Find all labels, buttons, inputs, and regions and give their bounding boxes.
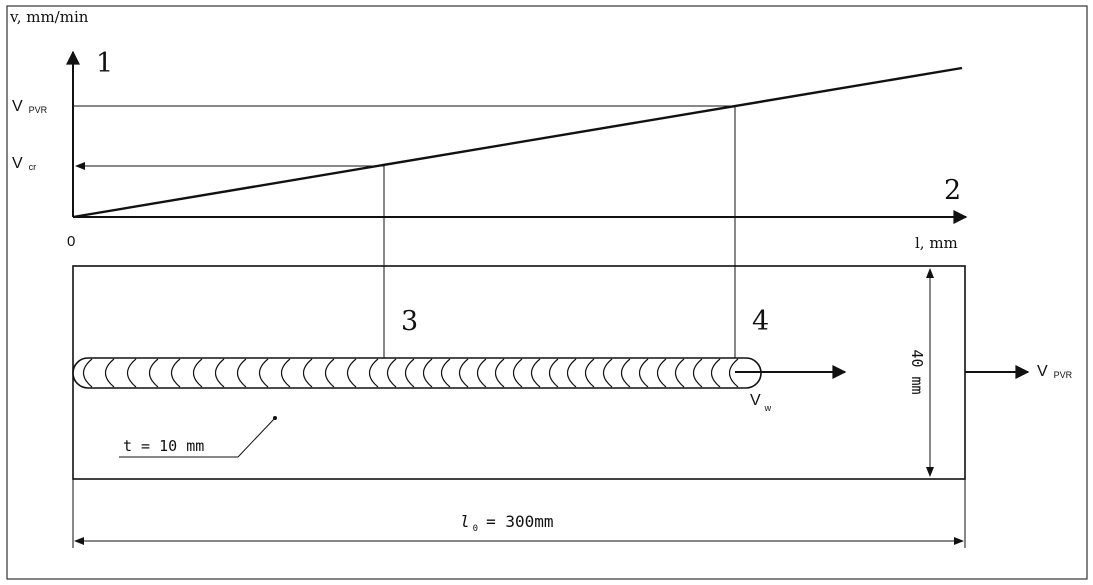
weld-ripple-arc bbox=[602, 358, 613, 388]
weld-ripple-arc bbox=[346, 358, 357, 388]
weld-ripple-arc bbox=[148, 358, 159, 388]
weld-ripple-arc bbox=[302, 358, 313, 388]
y-axis-label: v, mm/min bbox=[9, 8, 89, 26]
weld-ripple-arc bbox=[440, 358, 451, 388]
weld-ripple-arc bbox=[584, 358, 595, 388]
weld-ripple-arc bbox=[530, 358, 541, 388]
weld-ripple-arc bbox=[548, 358, 559, 388]
marker-4: 4 bbox=[752, 306, 769, 337]
weld-ripple-arc bbox=[82, 358, 93, 388]
thickness-label: t = 10 mm bbox=[123, 437, 204, 455]
weld-ripple-arc bbox=[214, 358, 225, 388]
weld-ripple-arc bbox=[494, 358, 505, 388]
weld-ripple-arc bbox=[638, 358, 649, 388]
weld-ripple-arc bbox=[386, 358, 397, 388]
marker-2: 2 bbox=[944, 175, 961, 206]
weld-ripple-arc bbox=[476, 358, 487, 388]
weld-ripples bbox=[82, 358, 739, 388]
x-axis-label: l, mm bbox=[915, 234, 958, 252]
weld-ripple-arc bbox=[566, 358, 577, 388]
weld-bead bbox=[72, 357, 762, 389]
weld-ripple-arc bbox=[692, 358, 703, 388]
weld-ripple-arc bbox=[258, 358, 269, 388]
weld-ripple-arc bbox=[710, 358, 721, 388]
thickness-leader-dot bbox=[273, 416, 277, 420]
weld-ripple-arc bbox=[126, 358, 137, 388]
weld-ripple-arc bbox=[324, 358, 335, 388]
speed-ramp-line bbox=[72, 66, 963, 219]
weld-ripple-arc bbox=[458, 358, 469, 388]
weld-ripple-arc bbox=[236, 358, 247, 388]
weld-ripple-arc bbox=[512, 358, 523, 388]
weld-ripple-arc bbox=[368, 358, 379, 388]
width-dimension-label: 40 mm bbox=[908, 349, 926, 394]
weld-ripple-arc bbox=[656, 358, 667, 388]
weld-ripple-arc bbox=[192, 358, 203, 388]
origin-label: 0 bbox=[67, 233, 75, 250]
outer-frame bbox=[6, 5, 1088, 580]
thickness-leader-line bbox=[237, 417, 276, 458]
weld-ripple-arc bbox=[728, 358, 739, 388]
weld-ripple-arc bbox=[280, 358, 291, 388]
marker-1: 1 bbox=[96, 48, 113, 79]
weld-ripple-arc bbox=[620, 358, 631, 388]
marker-3: 3 bbox=[401, 306, 418, 337]
weld-ripple-arc bbox=[170, 358, 181, 388]
weld-ripple-arc bbox=[104, 358, 115, 388]
weld-ripple-arc bbox=[422, 358, 433, 388]
weld-ripple-arc bbox=[404, 358, 415, 388]
weld-ripple-arc bbox=[674, 358, 685, 388]
